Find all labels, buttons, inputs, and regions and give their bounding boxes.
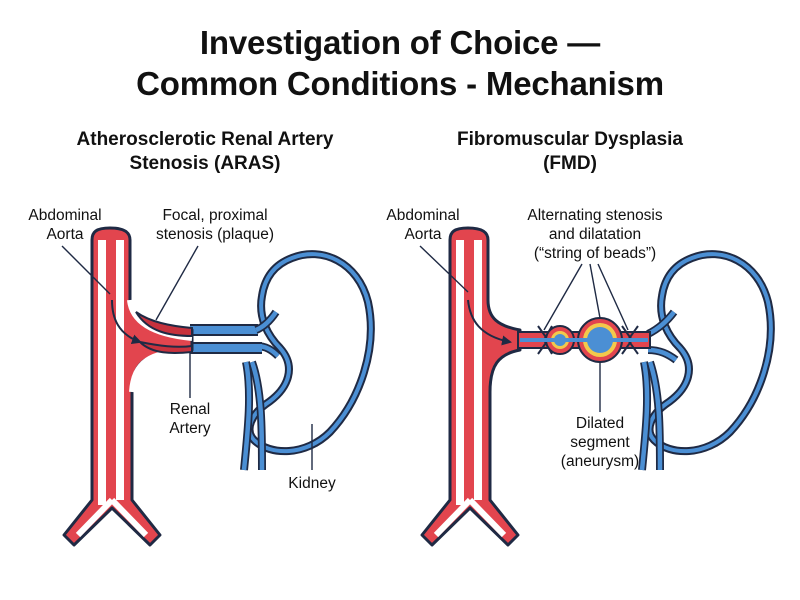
aras-kidney-label: Kidney xyxy=(288,475,336,492)
fmd-aorta-label: Abdominal Aorta xyxy=(368,206,478,244)
fmd-beads-label-line-3: (“string of beads”) xyxy=(533,245,657,262)
aras-stenosis-label: Focal, proximal stenosis (plaque) xyxy=(150,206,280,244)
fmd-dilated-label: Dilated segment (aneurysm) xyxy=(530,414,670,471)
fmd-string-of-beads xyxy=(517,317,651,363)
page-title-line-1: Investigation of Choice — xyxy=(199,24,601,61)
fmd-dilated-label-line-2: segment xyxy=(570,434,630,451)
aras-renal-artery-label-line-2: Artery xyxy=(169,420,211,437)
aras-aorta-label: Abdominal Aorta xyxy=(10,206,120,244)
fmd-beads-label-line-1: Alternating stenosis xyxy=(527,207,663,224)
fmd-aorta-label-line-1: Abdominal xyxy=(386,207,460,224)
aras-illustration xyxy=(61,226,375,547)
fmd-heading: Fibromuscular Dysplasia (FMD) xyxy=(400,128,740,176)
aras-flow-arrow xyxy=(111,299,142,344)
fmd-aorta-label-line-2: Aorta xyxy=(404,226,442,243)
fmd-beads-label-line-2: and dilatation xyxy=(548,226,642,243)
fmd-flow-arrow xyxy=(467,299,512,346)
fmd-aorta xyxy=(420,226,522,547)
aras-aorta-label-line-2: Aorta xyxy=(46,226,84,243)
aras-aorta-label-line-1: Abdominal xyxy=(28,207,102,224)
aras-renal-artery-label-line-1: Renal xyxy=(169,401,211,418)
fmd-heading-line-2: (FMD) xyxy=(543,153,597,174)
aras-heading-line-1: Atherosclerotic Renal Artery xyxy=(76,129,334,150)
page-title-line-2: Common Conditions - Mechanism xyxy=(136,65,664,102)
aras-stenosis-label-line-1: Focal, proximal xyxy=(162,207,268,224)
fmd-heading-line-1: Fibromuscular Dysplasia xyxy=(457,129,683,150)
aras-heading: Atherosclerotic Renal Artery Stenosis (A… xyxy=(35,128,375,176)
aras-stenosis-label-line-2: stenosis (plaque) xyxy=(155,226,275,243)
aras-plaque xyxy=(135,311,193,338)
page-title: Investigation of Choice — Common Conditi… xyxy=(0,22,800,104)
fmd-illustration xyxy=(419,226,775,547)
aras-renal-artery-label: Renal Artery xyxy=(155,400,225,438)
aras-heading-line-2: Stenosis (ARAS) xyxy=(129,153,281,174)
aras-aorta xyxy=(62,226,194,547)
fmd-dilated-label-line-3: (aneurysm) xyxy=(560,453,640,470)
fmd-dilated-label-line-1: Dilated xyxy=(575,415,625,432)
fmd-beads-label: Alternating stenosis and dilatation (“st… xyxy=(510,206,680,263)
